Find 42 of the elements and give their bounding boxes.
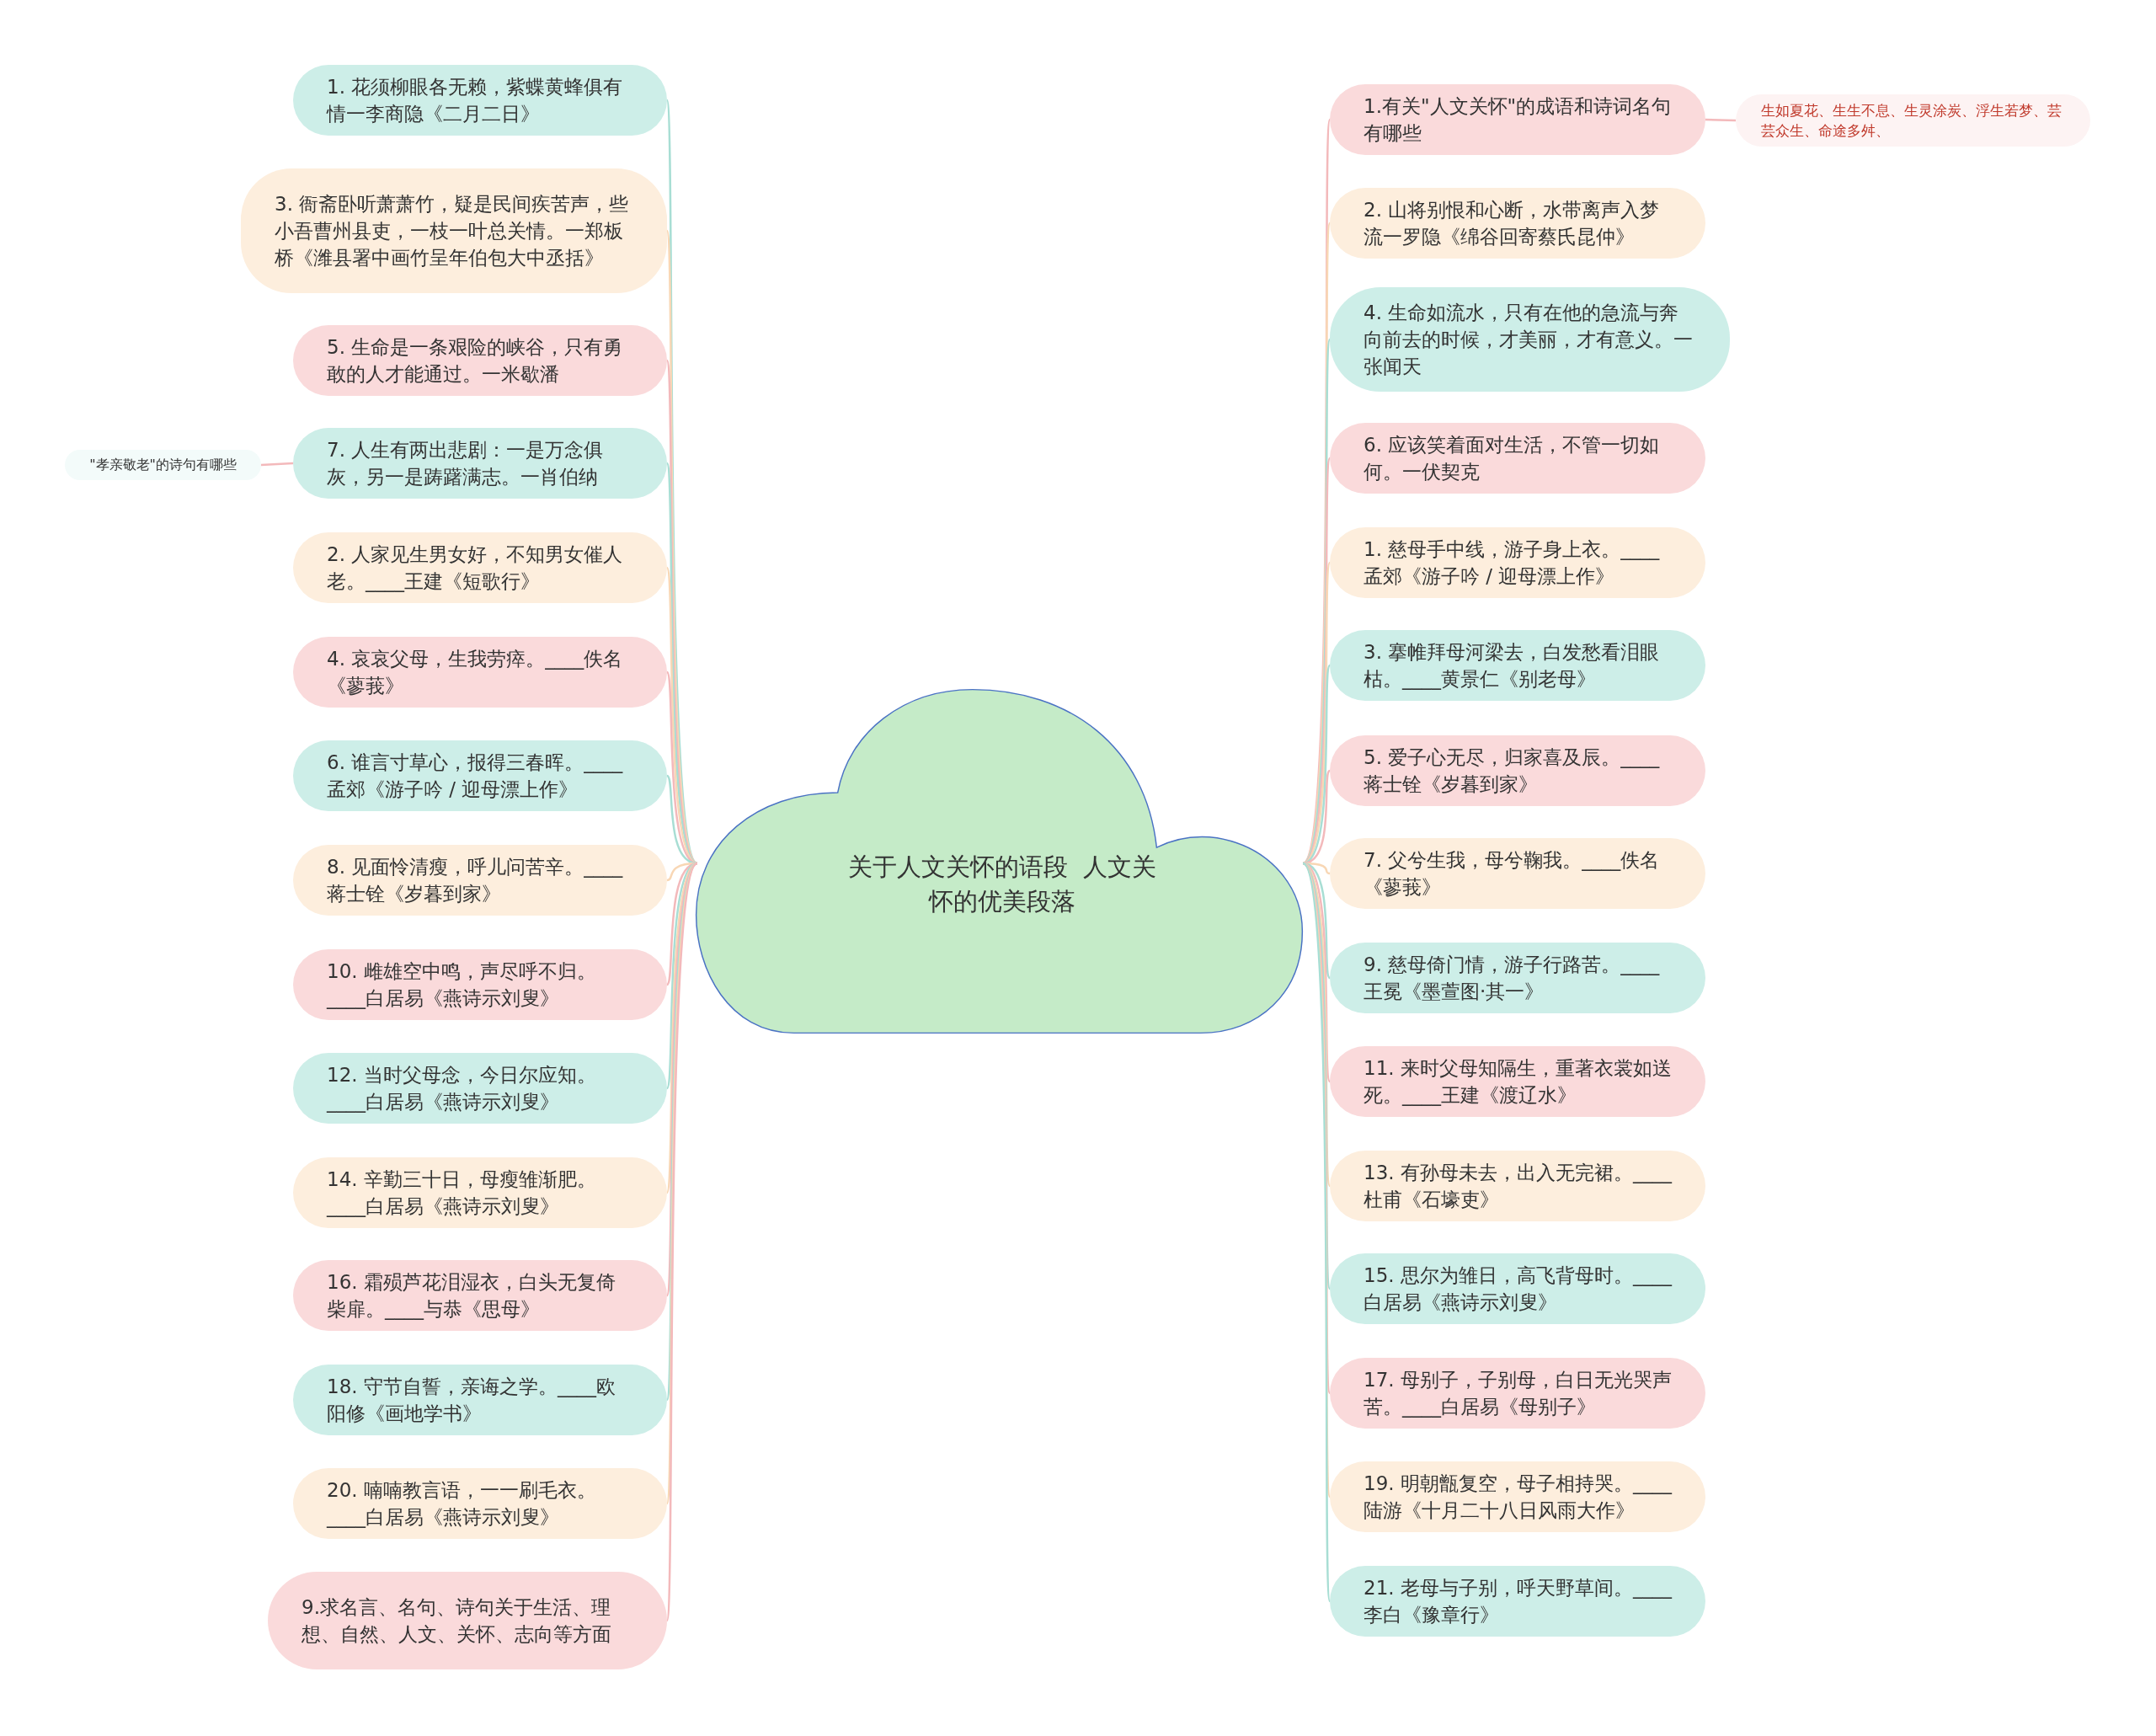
connector-line bbox=[1302, 665, 1331, 865]
connector-line bbox=[1302, 770, 1331, 865]
connector-line bbox=[1302, 863, 1331, 1290]
topic-box: 4. 哀哀父母，生我劳瘁。____佚名《蓼莪》 bbox=[293, 637, 667, 708]
topic-box: 1. 花须柳眼各无赖，紫蝶黄蜂俱有情一李商隐《二月二日》 bbox=[293, 65, 667, 136]
topic-box: 20. 喃喃教言语，一一刷毛衣。____白居易《燕诗示刘叟》 bbox=[293, 1468, 667, 1539]
topic-box: 1. 慈母手中线，游子身上衣。____孟郊《游子吟 / 迎母漂上作》 bbox=[1330, 527, 1705, 598]
topic-box: 11. 来时父母知隔生，重著衣裳如送死。____王建《渡辽水》 bbox=[1330, 1046, 1705, 1117]
topic-box: "孝亲敬老"的诗句有哪些 bbox=[65, 450, 261, 480]
topic-box: 7. 父兮生我，母兮鞠我。____佚名《蓼莪》 bbox=[1330, 838, 1705, 909]
connector-line bbox=[665, 863, 699, 1621]
topic-box: 4. 生命如流水，只有在他的急流与奔向前去的时候，才美丽，才有意义。一张闻天 bbox=[1330, 287, 1730, 392]
topic-box: 8. 见面怜清瘦，呼儿问苦辛。____蒋士铨《岁暮到家》 bbox=[293, 845, 667, 916]
topic-box: 9. 慈母倚门情，游子行路苦。____王冕《墨萱图·其一》 bbox=[1330, 943, 1705, 1013]
topic-box: 13. 有孙母未去，出入无完裙。____杜甫《石壕吏》 bbox=[1330, 1151, 1705, 1221]
topic-box: 16. 霜殒芦花泪湿衣，白头无复倚柴扉。____与恭《思母》 bbox=[293, 1260, 667, 1331]
topic-box: 3. 衙斋卧听萧萧竹，疑是民间疾苦声，些小吾曹州县吏，一枝一叶总关情。一郑板桥《潍县署中画竹呈年伯包大中丞括》 bbox=[241, 168, 667, 293]
topic-box: 21. 老母与子别，呼天野草间。____李白《豫章行》 bbox=[1330, 1566, 1705, 1637]
topic-box: 9.求名言、名句、诗句关于生活、理想、自然、人文、关怀、志向等方面 bbox=[268, 1572, 667, 1669]
connector-line bbox=[665, 567, 698, 864]
topic-box: 15. 思尔为雏日，高飞背母时。____白居易《燕诗示刘叟》 bbox=[1330, 1253, 1705, 1324]
topic-box: 生如夏花、生生不息、生灵涂炭、浮生若梦、芸芸众生、命途多舛、 bbox=[1736, 94, 2090, 147]
topic-box: 5. 生命是一条艰险的峡谷，只有勇敢的人才能通过。一米歇潘 bbox=[293, 325, 667, 396]
topic-box: 6. 谁言寸草心，报得三春晖。____孟郊《游子吟 / 迎母漂上作》 bbox=[293, 740, 667, 811]
topic-box: 12. 当时父母念，今日尔应知。____白居易《燕诗示刘叟》 bbox=[293, 1053, 667, 1124]
topic-box: 7. 人生有两出悲剧：一是万念俱灰，另一是踌躇满志。一肖伯纳 bbox=[293, 428, 667, 499]
topic-box: 3. 搴帷拜母河梁去，白发愁看泪眼枯。____黄景仁《别老母》 bbox=[1330, 630, 1705, 701]
connector-line bbox=[666, 775, 698, 865]
connector-line bbox=[665, 863, 698, 1296]
topic-box: 2. 人家见生男女好，不知男女催人老。____王建《短歌行》 bbox=[293, 532, 667, 603]
topic-box: 10. 雌雄空中鸣，声尽呼不归。____白居易《燕诗示刘叟》 bbox=[293, 949, 667, 1020]
connector-line bbox=[1705, 118, 1737, 122]
topic-box: 17. 母别子，子别母，白日无光哭声苦。____白居易《母别子》 bbox=[1330, 1358, 1705, 1429]
topic-box: 6. 应该笑着面对生活，不管一切如何。一伏契克 bbox=[1330, 423, 1705, 494]
topic-box: 1.有关"人文关怀"的成语和诗词名句有哪些 bbox=[1330, 84, 1705, 155]
topic-box: 5. 爱子心无尽，归家喜及辰。____蒋士铨《岁暮到家》 bbox=[1330, 735, 1705, 806]
topic-box: 18. 守节自誓，亲诲之学。____欧阳修《画地学书》 bbox=[293, 1365, 667, 1435]
topic-box: 19. 明朝甑复空，母子相持哭。____陆游《十月二十八日风雨大作》 bbox=[1330, 1461, 1705, 1532]
topic-box: 14. 辛勤三十日，母瘦雏渐肥。____白居易《燕诗示刘叟》 bbox=[293, 1157, 667, 1228]
connector-line bbox=[260, 462, 294, 467]
topic-box: 2. 山将别恨和心断，水带离声入梦流一罗隐《绵谷回寄蔡氏昆仲》 bbox=[1330, 188, 1705, 259]
central-topic: 关于人文关怀的语段 人文关怀的优美段落 bbox=[846, 852, 1158, 917]
